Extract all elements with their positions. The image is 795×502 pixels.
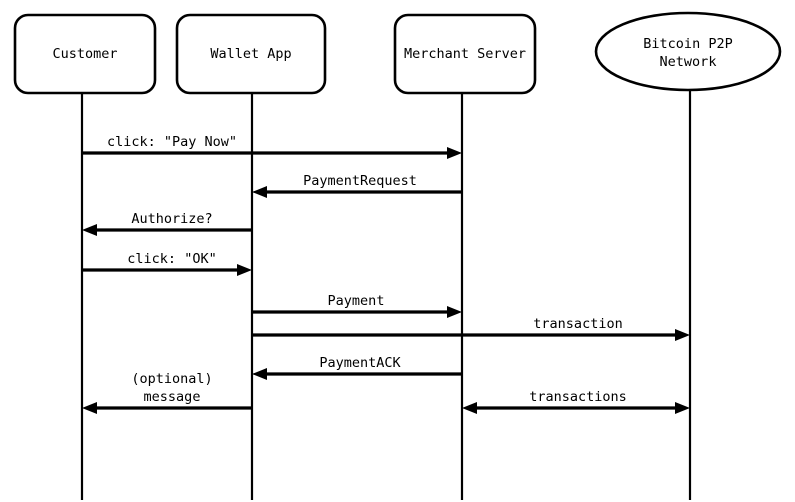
participant-customer-label: Customer [52,46,117,62]
participant-customer[interactable]: Customer [13,13,157,95]
arrowhead-right-icon [447,306,462,318]
message-optional-message-label-line1: (optional) [131,371,212,387]
message-optional-message-label-line2: message [144,389,201,405]
message-optional-message[interactable]: (optional) message [82,371,252,414]
participant-bitcoin-label-line1: Bitcoin P2P [643,36,732,52]
arrowhead-right-icon [237,264,252,276]
participant-wallet-box[interactable] [175,13,327,95]
participant-wallet-label: Wallet App [210,46,291,62]
lifelines [80,90,692,500]
arrowhead-left-icon [82,224,97,236]
message-click-ok-label: click: "OK" [127,251,216,267]
message-transactions[interactable]: transactions [462,389,690,414]
message-payment-ack-label: PaymentACK [319,355,401,371]
participant-merchant-box[interactable] [393,13,537,95]
message-payment-request-label: PaymentRequest [303,173,417,189]
arrowhead-left-icon [252,368,267,380]
message-transaction-label: transaction [533,316,622,332]
message-authorize-label: Authorize? [131,211,212,227]
participant-wallet[interactable]: Wallet App [175,13,327,95]
message-click-ok[interactable]: click: "OK" [82,251,252,276]
arrowhead-left-icon [82,402,97,414]
message-transactions-label: transactions [529,389,627,405]
message-payment-label: Payment [328,293,385,309]
message-transaction[interactable]: transaction [252,316,690,341]
arrowhead-left-icon [252,186,267,198]
message-click-pay-now-label: click: "Pay Now" [107,134,237,150]
participant-bitcoin-ellipse[interactable] [594,11,782,92]
participant-merchant[interactable]: Merchant Server [393,13,537,95]
arrowhead-right-icon [675,402,690,414]
arrowhead-right-icon [447,147,462,159]
message-payment-request[interactable]: PaymentRequest [252,173,462,198]
message-payment[interactable]: Payment [252,293,462,318]
message-authorize[interactable]: Authorize? [82,211,252,236]
participant-customer-box[interactable] [13,13,157,95]
message-click-pay-now[interactable]: click: "Pay Now" [82,134,462,159]
participant-merchant-label: Merchant Server [404,46,526,62]
arrowhead-left-icon [462,402,477,414]
message-payment-ack[interactable]: PaymentACK [252,355,462,380]
participant-bitcoin-label-line2: Network [660,54,717,70]
arrowhead-right-icon [675,329,690,341]
participant-bitcoin[interactable]: Bitcoin P2P Network [594,11,782,92]
